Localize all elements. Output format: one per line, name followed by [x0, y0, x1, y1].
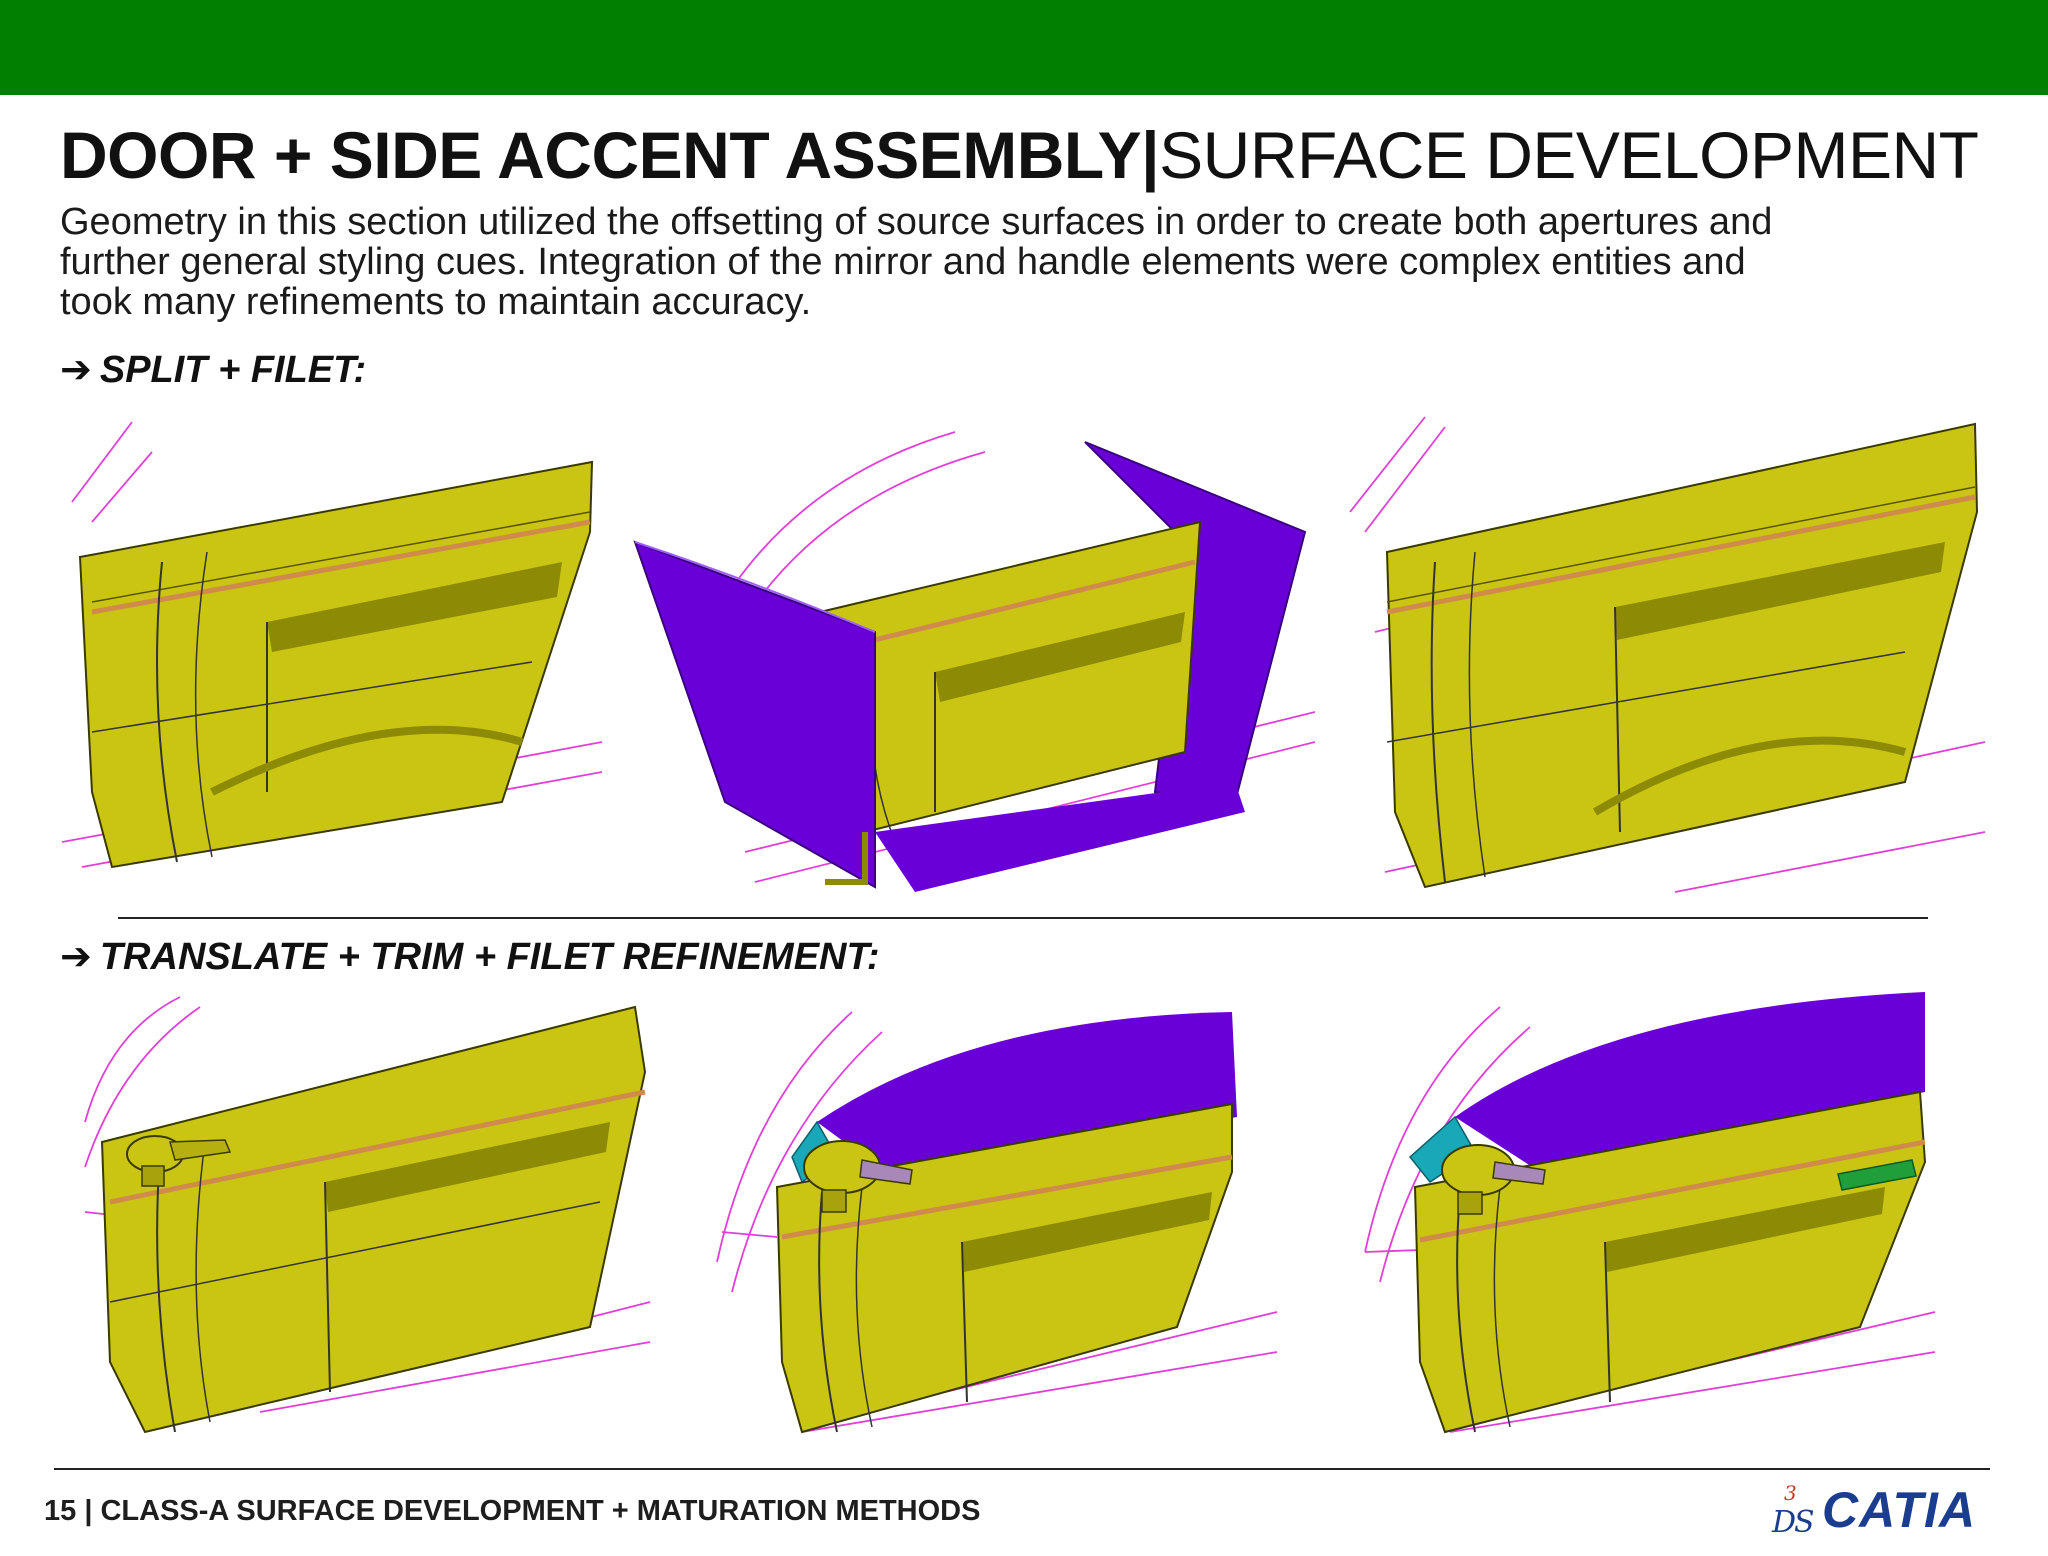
svg-text:3: 3	[1784, 1482, 1797, 1505]
door-window-offset-illustration	[633, 431, 1315, 892]
header-bar	[0, 0, 2048, 95]
description: Geometry in this section utilized the of…	[60, 201, 1773, 323]
section-label-text: SPLIT + FILET:	[99, 349, 367, 391]
logo-wordmark: CATIA	[1822, 1482, 1977, 1538]
svg-text:S: S	[1794, 1505, 1815, 1538]
section-label-text: TRANSLATE + TRIM + FILET REFINEMENT:	[99, 936, 880, 978]
door-translate-image	[80, 992, 660, 1442]
door-surface-illustration	[62, 421, 602, 869]
door-trim-window-image	[712, 992, 1282, 1442]
door-window-mirror-illustration	[716, 1011, 1278, 1434]
title-bold: DOOR + SIDE ACCENT ASSEMBLY|	[60, 118, 1160, 192]
footer-caption: 15 | CLASS-A SURFACE DEVELOPMENT + MATUR…	[44, 1495, 981, 1527]
title-light: SURFACE DEVELOPMENT	[1159, 118, 1979, 192]
door-with-mirror-base-illustration	[84, 996, 651, 1434]
svg-text:D: D	[1771, 1505, 1796, 1538]
door-filet-refinement-image	[1360, 992, 1940, 1442]
door-offset-surface-image	[625, 412, 1315, 902]
arrow-right-icon: ➔	[60, 936, 92, 978]
page-title: DOOR + SIDE ACCENT ASSEMBLY|SURFACE DEVE…	[60, 118, 1979, 192]
3ds-logo-mark-icon: 3 D S	[1771, 1482, 1815, 1538]
section-divider	[118, 917, 1928, 919]
section-label-translate-trim: ➔TRANSLATE + TRIM + FILET REFINEMENT:	[60, 935, 880, 979]
catia-logo: 3 D S CATIA	[1770, 1480, 2000, 1540]
door-final-refinement-illustration	[1364, 992, 1936, 1434]
footer-divider	[54, 1468, 1990, 1470]
arrow-right-icon: ➔	[60, 349, 92, 391]
door-split-filet-result-image	[1345, 412, 1995, 902]
section-label-split-filet: ➔SPLIT + FILET:	[60, 348, 366, 392]
door-fileted-illustration	[1349, 416, 1986, 893]
door-split-image	[62, 412, 602, 882]
